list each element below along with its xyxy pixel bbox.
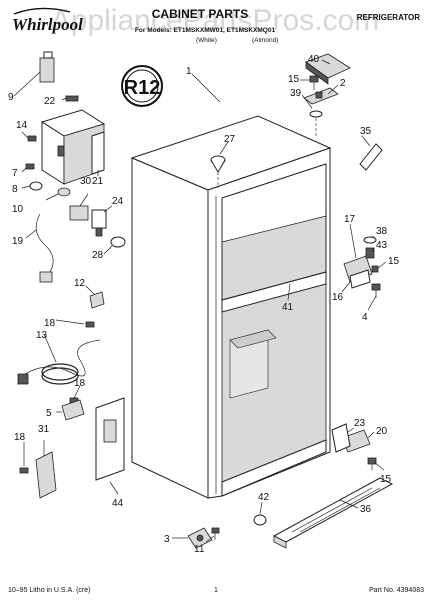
page-number: 1 [214,587,218,594]
r12-badge-text: R12 [124,77,161,99]
category-label: REFRIGERATOR [357,13,420,22]
brand-logo: Whirlpool [12,15,83,34]
light-socket-30 [69,205,89,221]
callout-11: 11 [194,544,205,555]
callout-9: 9 [8,92,14,103]
callout-2: 2 [340,78,346,89]
light-switch-24 [91,209,107,237]
callout-43: 43 [376,240,388,251]
callout-15-bottom: 15 [380,474,392,485]
callout-18-bottom: 18 [14,432,26,443]
callout-39: 39 [290,88,302,99]
leader-lines [13,59,387,543]
wire-harness-19 [35,213,54,283]
callout-28: 28 [92,250,104,261]
callout-5: 5 [46,408,52,419]
callout-38: 38 [376,226,388,237]
hinge-screw-15-mid [371,265,379,273]
cabinet-shell [130,115,332,499]
screw-18-mid [85,321,95,328]
callout-36: 36 [360,504,372,515]
bulb-28 [110,236,126,248]
callout-3: 3 [164,534,170,545]
screw-7 [25,163,35,170]
brand-swoosh-icon [13,7,71,15]
callout-40: 40 [308,54,320,65]
trim-piece-35 [359,143,383,171]
hinge-pin-43 [365,247,375,259]
screw-14 [21,131,37,142]
callout-35: 35 [360,126,372,137]
header: AppliancePartsPros.com Whirlpool CABINET… [12,4,420,44]
callout-8: 8 [12,184,18,195]
callout-1: 1 [186,66,192,77]
callout-19: 19 [12,236,24,247]
hinge-screw-15-top [309,75,319,90]
hinge-bushing-38 [363,236,377,244]
grille-clip-42 [253,514,267,526]
center-hinge-16 [343,255,373,289]
callout-15-mid: 15 [388,256,400,267]
hinge-shim-39 [309,110,323,118]
callout-42: 42 [258,492,270,503]
footer: 10–95 Litho in U.S.A. (cre) 1 Part No. 4… [8,587,424,594]
top-light-fixture-27 [210,155,226,173]
callout-44: 44 [112,498,124,509]
top-hinge-2 [303,87,339,105]
r12-badge: R12 [121,65,163,107]
print-info: 10–95 Litho in U.S.A. (cre) [8,587,91,594]
clip-12 [89,291,105,309]
clip-10 [57,187,71,197]
callout-16: 16 [332,292,344,303]
callout-24: 24 [112,196,124,207]
section-title: CABINET PARTS [152,7,248,21]
callout-30: 30 [80,176,92,187]
callout-17: 17 [344,214,356,225]
callout-23: 23 [354,418,366,429]
watermark: AppliancePartsPros.com [51,4,379,37]
bracket-23 [331,423,351,453]
callout-27: 27 [224,134,236,145]
callout-41: 41 [282,302,294,313]
thermostat-knob-mount-21 [91,131,105,175]
callout-15-top: 15 [288,74,300,85]
cover-31 [35,451,57,499]
callout-20: 20 [376,426,388,437]
color-almond-label: (Almond) [252,37,278,44]
color-white-label: (White) [196,37,217,44]
hinge-screw-4 [371,283,381,298]
callout-7: 7 [12,168,18,179]
callout-4: 4 [362,312,368,323]
hinge-cover-40 [305,53,351,85]
callout-31: 31 [38,424,50,435]
callout-14: 14 [16,120,28,131]
relay-9 [39,51,55,83]
callout-21: 21 [92,176,104,187]
callout-12: 12 [74,278,86,289]
models-line: For Models: ET1MSKXMW01, ET1MSKXMQ01 [135,27,276,34]
callout-labels: 1 40 15 2 39 27 35 17 38 43 15 16 4 41 2… [8,54,400,555]
screw-18-bottom [19,467,29,474]
leg-screw-11 [211,527,220,540]
bracket-5 [61,399,85,421]
callout-10: 10 [12,204,24,215]
power-cord-13 [17,339,101,385]
callout-18-mid: 18 [44,318,56,329]
side-panel-44 [95,397,125,481]
toe-grille-36 [272,477,394,549]
callout-22: 22 [44,96,56,107]
leveling-leg-3 [187,527,213,549]
part-number: Part No. 4394083 [369,587,424,594]
callout-18-lower: 18 [74,378,86,389]
screw-22 [65,95,79,102]
callout-13: 13 [36,330,48,341]
grommet-8 [29,181,43,191]
hinge-screw-15-bottom [367,457,377,470]
